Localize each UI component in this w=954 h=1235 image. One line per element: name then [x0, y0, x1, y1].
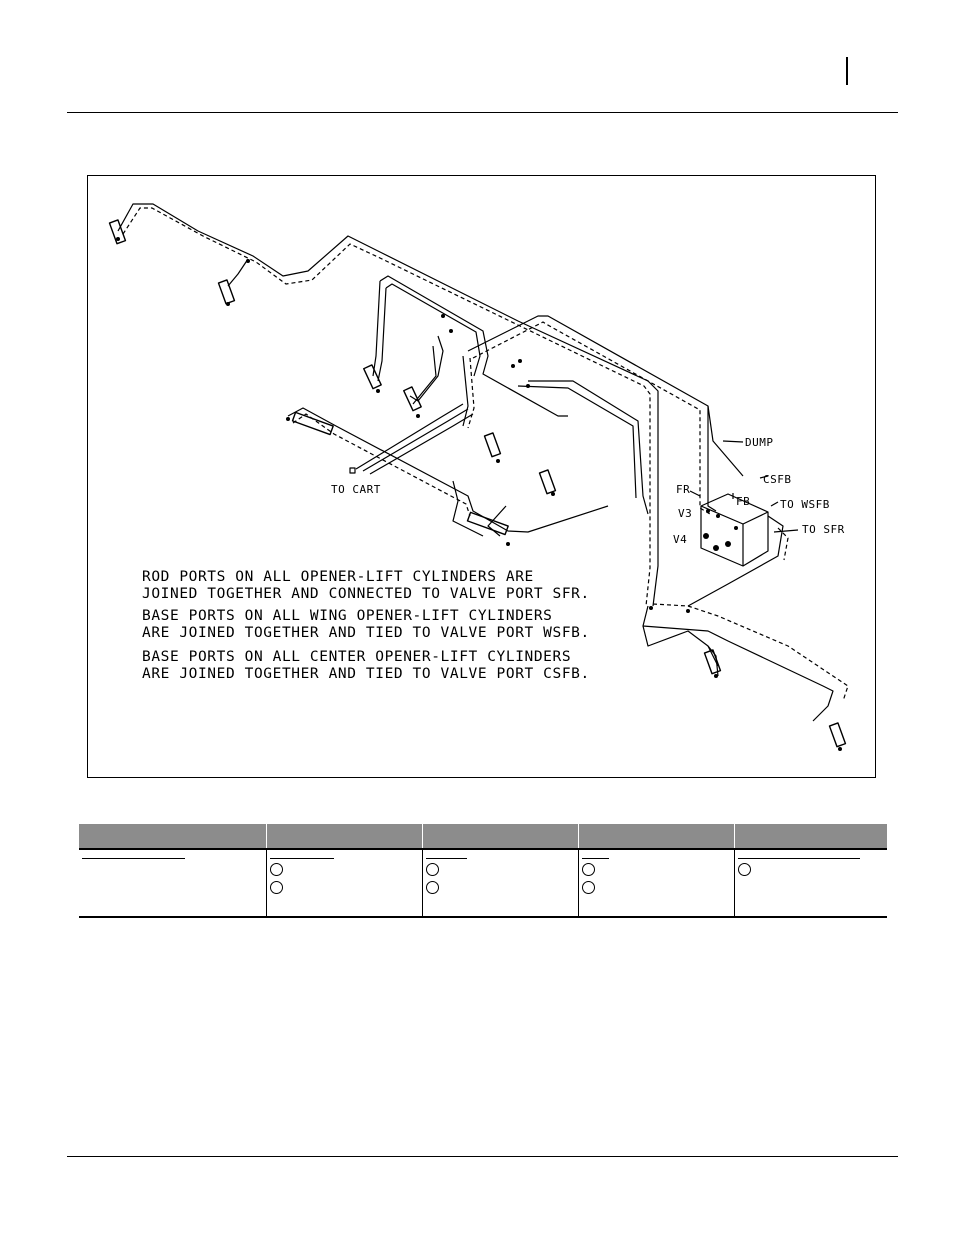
footer-rule [67, 1156, 898, 1157]
legend-header-cell [266, 824, 423, 850]
legend-circle-marker [426, 881, 439, 894]
figure-note-line-1: ROD PORTS ON ALL OPENER-LIFT CYLINDERS A… [142, 569, 534, 585]
header-rule [67, 112, 898, 113]
legend-circle-marker [738, 863, 751, 876]
hydraulic-line-drawing [108, 203, 849, 751]
legend-cell [79, 849, 267, 918]
figure-note-line-3: BASE PORTS ON ALL WING OPENER-LIFT CYLIN… [142, 608, 553, 624]
legend-header-cell [79, 824, 267, 850]
label-fb: FB [736, 495, 751, 508]
legend-header-cell [422, 824, 579, 850]
label-csfb: CSFB [763, 473, 792, 486]
legend-header-cell [578, 824, 735, 850]
legend-header-row [79, 824, 887, 850]
legend-circle-marker [582, 863, 595, 876]
label-v3: V3 [678, 507, 693, 520]
legend-line [738, 858, 860, 859]
figure-note-line-4: ARE JOINED TOGETHER AND TIED TO VALVE PO… [142, 625, 590, 641]
legend-circle-marker [582, 881, 595, 894]
legend-line [426, 858, 467, 859]
legend-body-row [79, 849, 887, 918]
header-tab-rule [846, 57, 848, 85]
figure-note-line-5: BASE PORTS ON ALL CENTER OPENER-LIFT CYL… [142, 649, 572, 665]
label-to-cart: TO CART [331, 483, 381, 496]
legend-circle-marker [270, 881, 283, 894]
legend-cell [266, 849, 423, 918]
legend-table [79, 824, 887, 918]
legend-cell [422, 849, 579, 918]
label-v4: V4 [673, 533, 688, 546]
legend-cell [734, 849, 887, 918]
label-to-wsfb: TO WSFB [780, 498, 830, 511]
legend-circle-marker [270, 863, 283, 876]
label-fr: FR [676, 483, 691, 496]
legend-line [582, 858, 609, 859]
label-to-sfr: TO SFR [802, 523, 845, 536]
hydraulic-schematic-figure: DUMP CSFB FR FB TO WSFB V3 TO SFR V4 TO … [87, 175, 876, 778]
label-dump: DUMP [745, 436, 774, 449]
legend-circle-marker [426, 863, 439, 876]
legend-line [270, 858, 334, 859]
legend-header-cell [734, 824, 887, 850]
legend-line [82, 858, 185, 859]
figure-note-line-6: ARE JOINED TOGETHER AND TIED TO VALVE PO… [142, 666, 590, 682]
figure-note-line-2: JOINED TOGETHER AND CONNECTED TO VALVE P… [142, 586, 590, 602]
legend-cell [578, 849, 735, 918]
